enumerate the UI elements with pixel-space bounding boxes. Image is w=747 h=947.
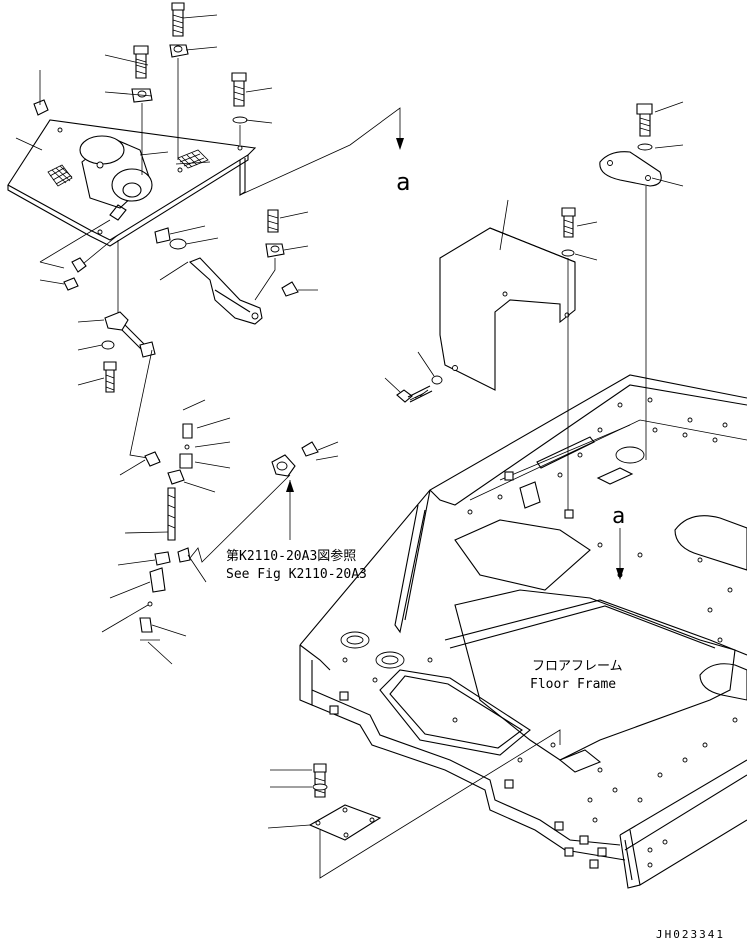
bottom-plate: [267, 729, 561, 879]
cover-plate: [384, 199, 576, 403]
lever-arm: [154, 209, 318, 325]
adjuster-parts: [101, 399, 291, 665]
top-right-plate: [599, 101, 684, 460]
drawing-number: JH023341: [656, 928, 725, 941]
cable-clamp: [271, 441, 339, 477]
reference-arrows: [239, 107, 624, 580]
floor-frame-label-en: Floor Frame: [530, 677, 616, 692]
reference-note-en: See Fig K2110-20A3: [226, 567, 367, 582]
floor-frame: [299, 374, 747, 889]
view-label-top: a: [396, 168, 410, 196]
linkage-rod: [77, 240, 161, 476]
pedal-bracket-assembly: [7, 2, 273, 291]
floor-frame-label-jp: フロアフレーム: [532, 659, 623, 674]
middle-bolt-stack: [561, 207, 598, 510]
reference-note-jp: 第K2110-20A3図参照: [226, 548, 356, 564]
view-label-floor: a: [612, 504, 625, 529]
